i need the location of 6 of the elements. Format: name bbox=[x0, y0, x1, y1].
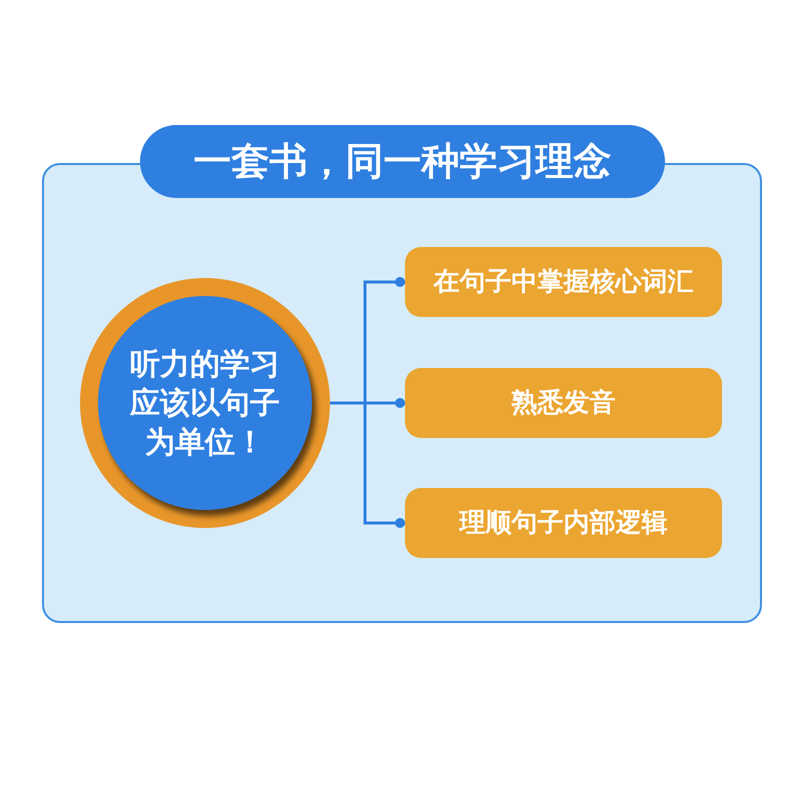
connector-line bbox=[330, 402, 405, 528]
point-box: 在句子中掌握核心词汇 bbox=[405, 247, 722, 317]
title-banner: 一套书，同一种学习理念 bbox=[140, 125, 665, 198]
circle-text: 听力的学习应该以句子为单位！ bbox=[128, 346, 281, 462]
point-box: 熟悉发音 bbox=[405, 368, 722, 438]
point-box: 理顺句子内部逻辑 bbox=[405, 488, 722, 558]
